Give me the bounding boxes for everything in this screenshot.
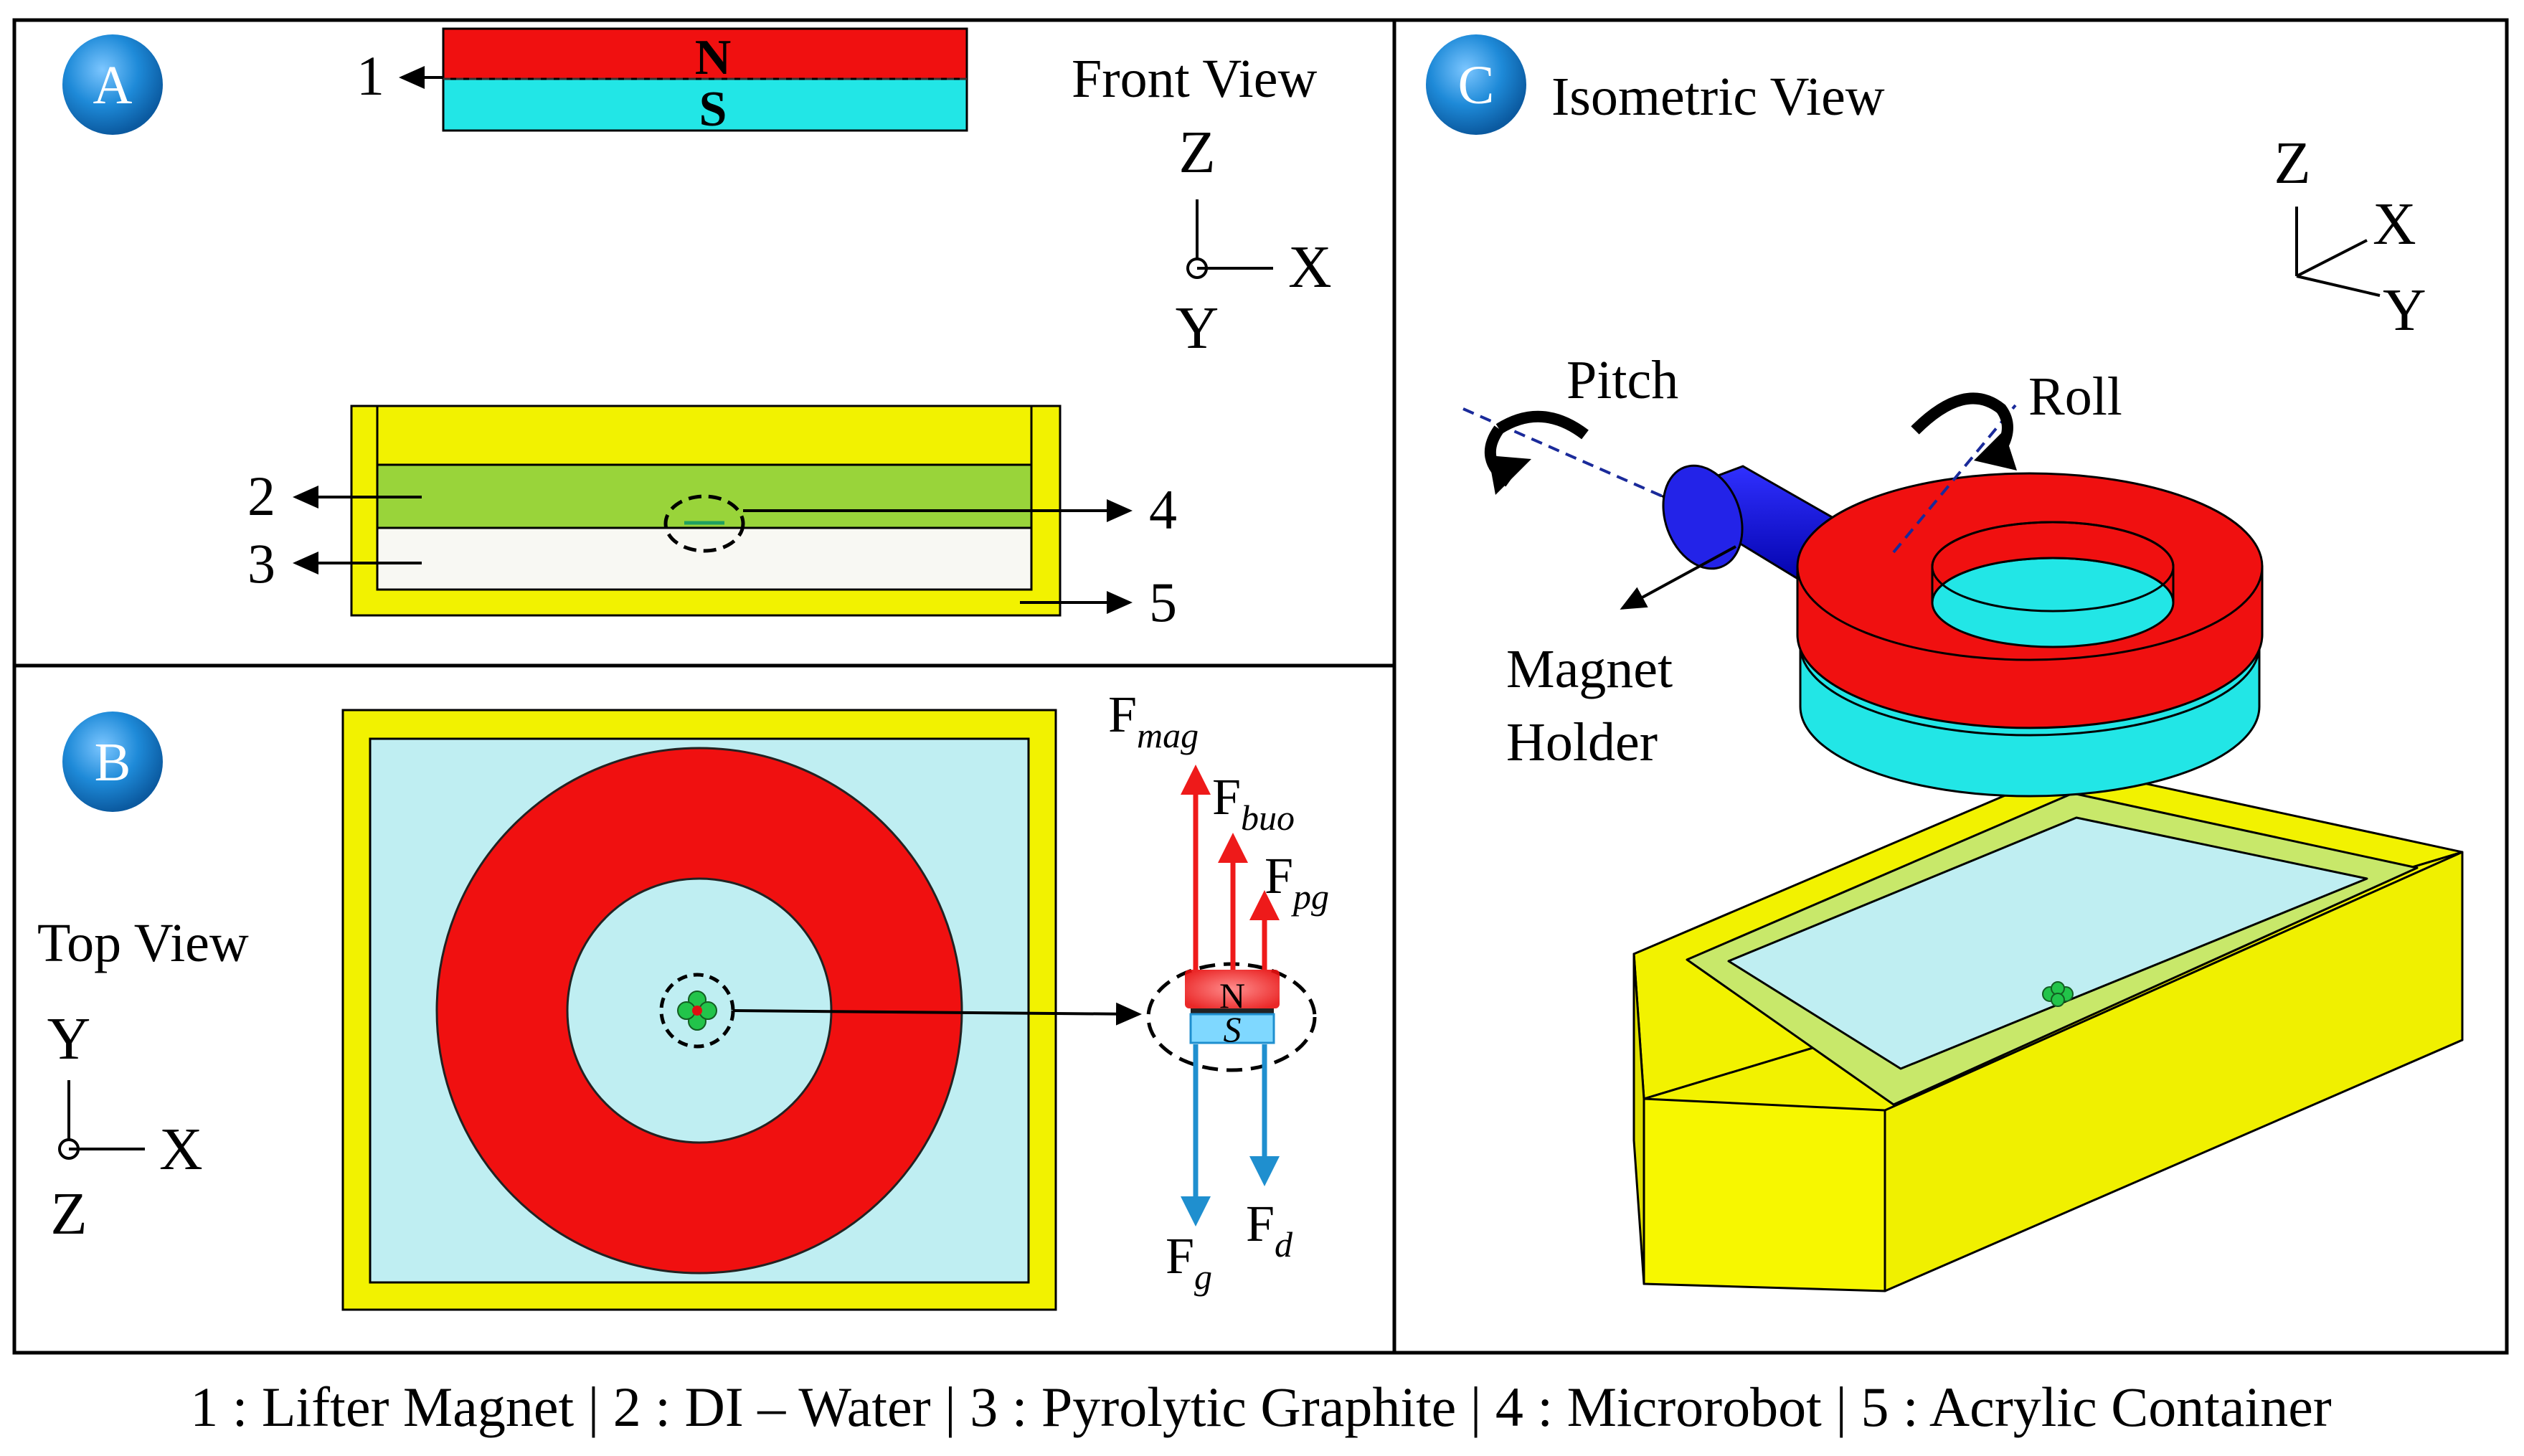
panel-b: B Top View Y X Z (37, 686, 1329, 1311)
svg-text:1: 1 (356, 44, 384, 107)
callout-1: 1 (356, 44, 443, 107)
front-north-pole: N (695, 30, 732, 85)
force-g-label: Fg (1166, 1227, 1212, 1297)
badge-c: C (1426, 34, 1526, 135)
badge-a-label: A (93, 55, 133, 115)
microrobot-highlight (663, 494, 745, 553)
svg-text:Y: Y (47, 1006, 91, 1072)
panel-c: C Isometric View Z X Y (1426, 34, 2464, 1292)
panel-a: A Front View N S 1 Z X Y (62, 27, 1332, 633)
container-isometric (1632, 766, 2464, 1292)
isometric-view-title: Isometric View (1551, 67, 1885, 127)
force-d-label: Fd (1246, 1195, 1293, 1264)
roll-rotation-arrow (1911, 392, 2017, 471)
force-mag-label: Fmag (1108, 686, 1199, 755)
svg-text:Z: Z (1178, 119, 1215, 186)
rotation-axes (1462, 404, 2017, 554)
callout-3: 3 (247, 532, 275, 595)
roll-label: Roll (2028, 367, 2122, 427)
pitch-label: Pitch (1566, 350, 1678, 410)
pitch-rotation-arrow (1484, 410, 1589, 495)
container-front (350, 405, 1062, 617)
callout-5: 5 (1149, 571, 1177, 633)
free-body-north: N (1219, 975, 1245, 1016)
axes-isometric (2295, 207, 2381, 297)
svg-text:Z: Z (50, 1181, 87, 1247)
microrobot-free-body: N S (1146, 962, 1317, 1072)
svg-text:X: X (2373, 191, 2416, 257)
svg-text:Y: Y (1176, 295, 1219, 361)
svg-text:X: X (1288, 234, 1332, 301)
badge-a: A (62, 34, 163, 135)
force-pg-label: Fpg (1265, 847, 1329, 917)
legend-caption: 1 : Lifter Magnet | 2 : DI – Water | 3 :… (190, 1376, 2332, 1438)
svg-text:Z: Z (2274, 130, 2310, 197)
magnet-holder-label-line2: Holder (1506, 712, 1658, 772)
force-vectors (1181, 765, 1280, 1226)
magnet-holder-label-line1: Magnet (1506, 639, 1673, 699)
force-buo-label: Fbuo (1212, 768, 1295, 838)
svg-text:X: X (159, 1116, 203, 1183)
force-labels: Fmag Fbuo Fpg Fg Fd (1108, 686, 1329, 1297)
callouts-2-5 (293, 486, 1133, 614)
badge-b-label: B (95, 732, 131, 793)
lifter-magnet-isometric (1796, 472, 2264, 798)
callout-4: 4 (1149, 478, 1177, 541)
front-south-pole: S (699, 82, 727, 137)
top-view-title: Top View (37, 913, 249, 973)
holder-pointer (1620, 545, 1736, 610)
microrobot-isometric (2042, 981, 2074, 1007)
callout-2: 2 (247, 465, 275, 527)
svg-text:Y: Y (2383, 277, 2426, 344)
panel-frames (12, 18, 2509, 1355)
axes-front: Z X Y (1176, 119, 1332, 361)
badge-b: B (62, 712, 163, 812)
microrobot-top (659, 973, 1142, 1049)
lifter-magnet-front: N S (442, 27, 968, 137)
badge-c-label: C (1458, 55, 1495, 115)
front-view-title: Front View (1072, 49, 1317, 109)
free-body-south: S (1224, 1009, 1242, 1049)
axes-top: Y X Z (47, 1006, 203, 1247)
